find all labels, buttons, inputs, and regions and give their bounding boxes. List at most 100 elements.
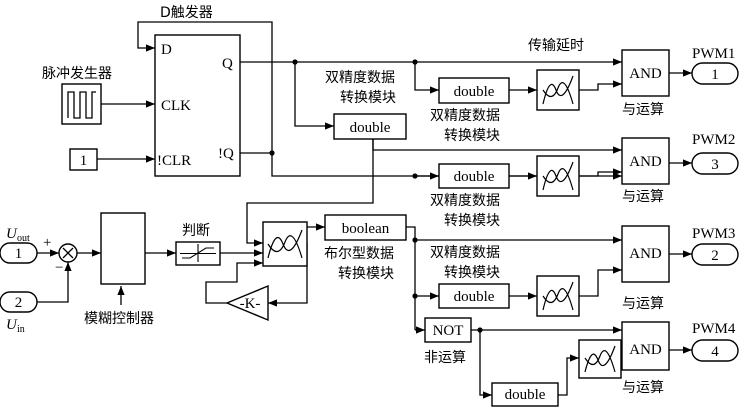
double-3-label-line1: 双精度数据: [430, 245, 500, 261]
junction-dot: [412, 293, 418, 299]
saturation-icon: [180, 244, 216, 262]
delay-waveform-icon: [542, 281, 574, 311]
not-text: NOT: [433, 323, 464, 339]
delay-waveform-icon: [542, 75, 574, 105]
relay-waveform-icon: [267, 229, 303, 259]
wire-q-to-double1: [414, 62, 439, 94]
and-block-4[interactable]: AND: [621, 321, 670, 371]
transmission-delay-label: 传输延时: [528, 38, 584, 54]
u-out-main: U: [6, 226, 18, 242]
double-3-block[interactable]: double: [438, 283, 510, 309]
output-port-pwm2-num: 3: [711, 157, 719, 173]
junction-dot: [269, 150, 275, 156]
u-out-sub: out: [17, 233, 30, 244]
and-op-label-4: 与运算: [622, 380, 664, 396]
transport-delay-block-4[interactable]: [578, 339, 622, 379]
wire-delay3-to-and3: [579, 266, 622, 297]
bool-conv-label-line2: 转换模块: [338, 265, 394, 282]
wire-doubletop-to-relay: [246, 139, 374, 247]
double-1-text: double: [454, 84, 495, 100]
double-3-label-line2: 转换模块: [444, 264, 500, 281]
wire-delay1-to-and1: [579, 80, 622, 91]
wire-delay2-to-and2: [579, 168, 622, 177]
and-block-3[interactable]: AND: [621, 225, 670, 283]
and-block-1[interactable]: AND: [621, 49, 670, 97]
not-op-label: 非运算: [424, 350, 466, 366]
and-3-text: AND: [629, 246, 662, 262]
wire-gain-to-relay: [205, 259, 263, 304]
double-2-label-line2: 转换模块: [444, 212, 500, 229]
double-4-block[interactable]: double: [491, 382, 559, 407]
double-1-block[interactable]: double: [438, 77, 510, 104]
double-top-label-line1: 双精度数据: [325, 70, 395, 86]
pwm2-label: PWM2: [692, 132, 735, 148]
sum-block[interactable]: [58, 243, 78, 263]
double-1-label: 双精度数据 转换模块: [430, 108, 504, 144]
pulse-generator-label: 脉冲发生器: [42, 66, 112, 82]
wire-q-to-double-top: [294, 62, 334, 130]
d-flipflop-label: D触发器: [160, 5, 213, 21]
junction-dot: [412, 59, 418, 65]
not-block[interactable]: NOT: [424, 317, 472, 343]
transport-delay-block-1[interactable]: [536, 69, 580, 111]
pulse-generator-block[interactable]: [61, 83, 102, 125]
sum-minus-sign: −: [55, 260, 63, 276]
boolean-block[interactable]: boolean: [324, 214, 407, 241]
output-port-pwm3-num: 2: [711, 248, 719, 264]
wire-boolean-out: [406, 226, 416, 330]
double-2-block[interactable]: double: [438, 163, 510, 189]
junction-dot: [477, 327, 483, 333]
double-1-label-line2: 转换模块: [444, 127, 500, 144]
double-2-text: double: [454, 169, 495, 185]
d-flipflop-block[interactable]: D CLK !CLR Q !Q: [154, 34, 241, 177]
and-2-text: AND: [629, 154, 662, 170]
output-port-pwm2[interactable]: 3: [691, 152, 739, 175]
transport-delay-block-2[interactable]: [536, 155, 580, 197]
transport-delay-block-3[interactable]: [536, 275, 580, 317]
double-4-text: double: [505, 387, 546, 403]
judge-block[interactable]: [175, 241, 221, 266]
delay-waveform-icon: [584, 345, 616, 373]
double-top-text: double: [350, 120, 391, 136]
junction-dots: [269, 59, 483, 333]
gain-text: -K-: [240, 296, 261, 312]
u-out-label: U out: [6, 226, 30, 244]
ff-clk-port: CLK: [161, 98, 191, 114]
times-icon: [62, 247, 74, 259]
junction-dot: [412, 173, 418, 179]
double-3-label: 双精度数据 转换模块: [430, 245, 504, 281]
input-port-uout[interactable]: 1: [0, 242, 38, 264]
boolean-text: boolean: [342, 221, 390, 237]
ff-clr-port: !CLR: [157, 153, 191, 169]
pulse-waveform-icon: [67, 91, 96, 119]
output-port-pwm3[interactable]: 2: [691, 243, 739, 266]
bool-conv-label-line1: 布尔型数据: [324, 246, 394, 262]
gain-block[interactable]: -K-: [225, 284, 269, 322]
pwm1-label: PWM1: [692, 46, 735, 62]
input-port-uin[interactable]: 2: [0, 291, 38, 313]
wire-qbar-to-d: [137, 21, 273, 154]
delay-waveform-icon: [542, 161, 574, 191]
and-1-text: AND: [629, 66, 662, 82]
u-in-label: U in: [6, 317, 25, 335]
junction-dot: [292, 59, 298, 65]
double-top-block[interactable]: double: [333, 113, 407, 140]
input-port-1-num: 1: [15, 246, 23, 262]
fuzzy-controller-block[interactable]: [100, 212, 146, 285]
double-1-label-line1: 双精度数据: [430, 108, 500, 124]
constant-block[interactable]: 1: [69, 148, 98, 171]
and-op-label-2: 与运算: [622, 189, 664, 205]
output-port-pwm4-num: 4: [711, 344, 719, 360]
pwm3-label: PWM3: [692, 226, 735, 242]
fuzzy-controller-label: 模糊控制器: [84, 311, 154, 327]
bool-conv-label: 布尔型数据 转换模块: [324, 246, 398, 282]
double-3-text: double: [454, 289, 495, 305]
ff-q-port: Q: [222, 56, 233, 72]
and-block-2[interactable]: AND: [621, 137, 670, 185]
wire-double4-to-delay: [558, 354, 579, 396]
pwm4-label: PWM4: [692, 321, 736, 337]
output-port-pwm1[interactable]: 1: [691, 62, 739, 85]
output-port-pwm4[interactable]: 4: [691, 339, 739, 362]
relay-block[interactable]: [262, 221, 308, 267]
sum-plus-sign: +: [43, 235, 51, 251]
